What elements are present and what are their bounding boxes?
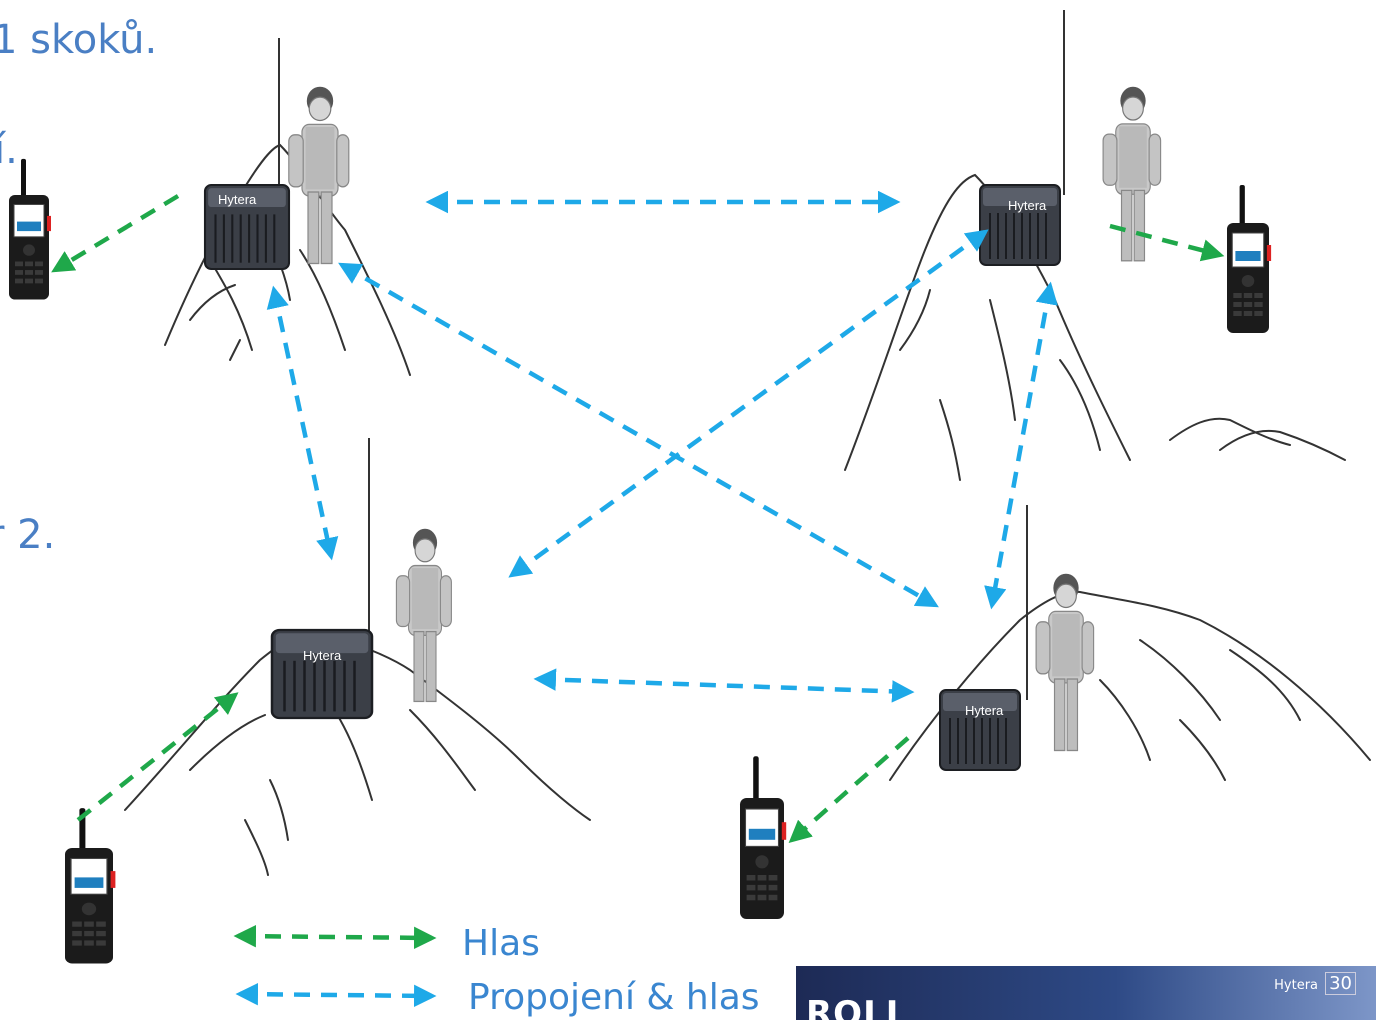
- promo-banner: ROLL Hytera 30: [796, 966, 1376, 1020]
- legend-voice-label: Hlas: [462, 926, 540, 962]
- repeater-brand-label: Hytera: [303, 648, 342, 663]
- repeater-brand-label: Hytera: [965, 703, 1004, 718]
- banner-title: ROLL: [806, 994, 908, 1020]
- legend-voice-arrow-icon: [238, 936, 432, 938]
- legend-link-voice-label: Propojení & hlas: [468, 980, 760, 1016]
- handheld-radio-icon: [9, 159, 1271, 964]
- link-arrow-icon: [274, 202, 1050, 692]
- legend-link-arrow-icon: [240, 994, 432, 996]
- banner-badge: 30: [1325, 972, 1356, 995]
- repeater-brand-label: Hytera: [218, 192, 257, 207]
- banner-logo: Hytera: [1274, 978, 1318, 993]
- repeater-brand-label: Hytera: [1008, 198, 1047, 213]
